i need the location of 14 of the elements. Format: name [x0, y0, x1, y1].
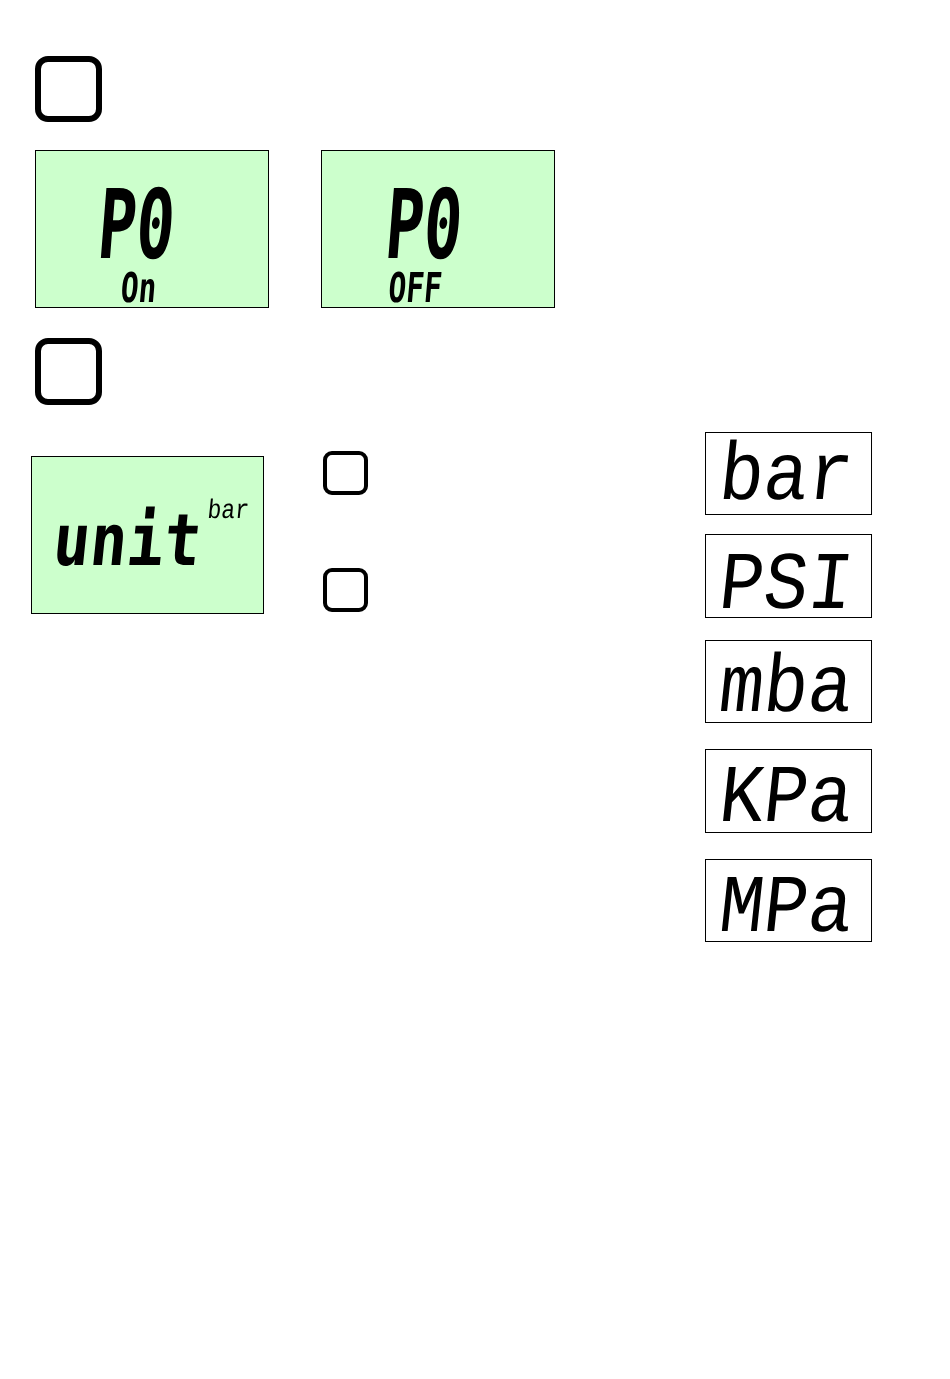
unit-display: MPa: [705, 859, 872, 942]
unit-display: bar: [705, 432, 872, 515]
display-reading: unit: [57, 506, 198, 566]
display-reading: P0: [388, 186, 460, 260]
unit-display: mba: [705, 640, 872, 723]
display-reading: P0: [100, 186, 172, 260]
display-reading: OFF: [389, 271, 442, 303]
display-reading: On: [122, 271, 155, 303]
lcd-screen: [321, 150, 555, 308]
unit-display: PSI: [705, 534, 872, 618]
lcd-screen: [35, 150, 269, 308]
lcd-screen: [31, 456, 264, 614]
display-reading: bar: [208, 498, 248, 519]
unit-display: KPa: [705, 749, 872, 833]
